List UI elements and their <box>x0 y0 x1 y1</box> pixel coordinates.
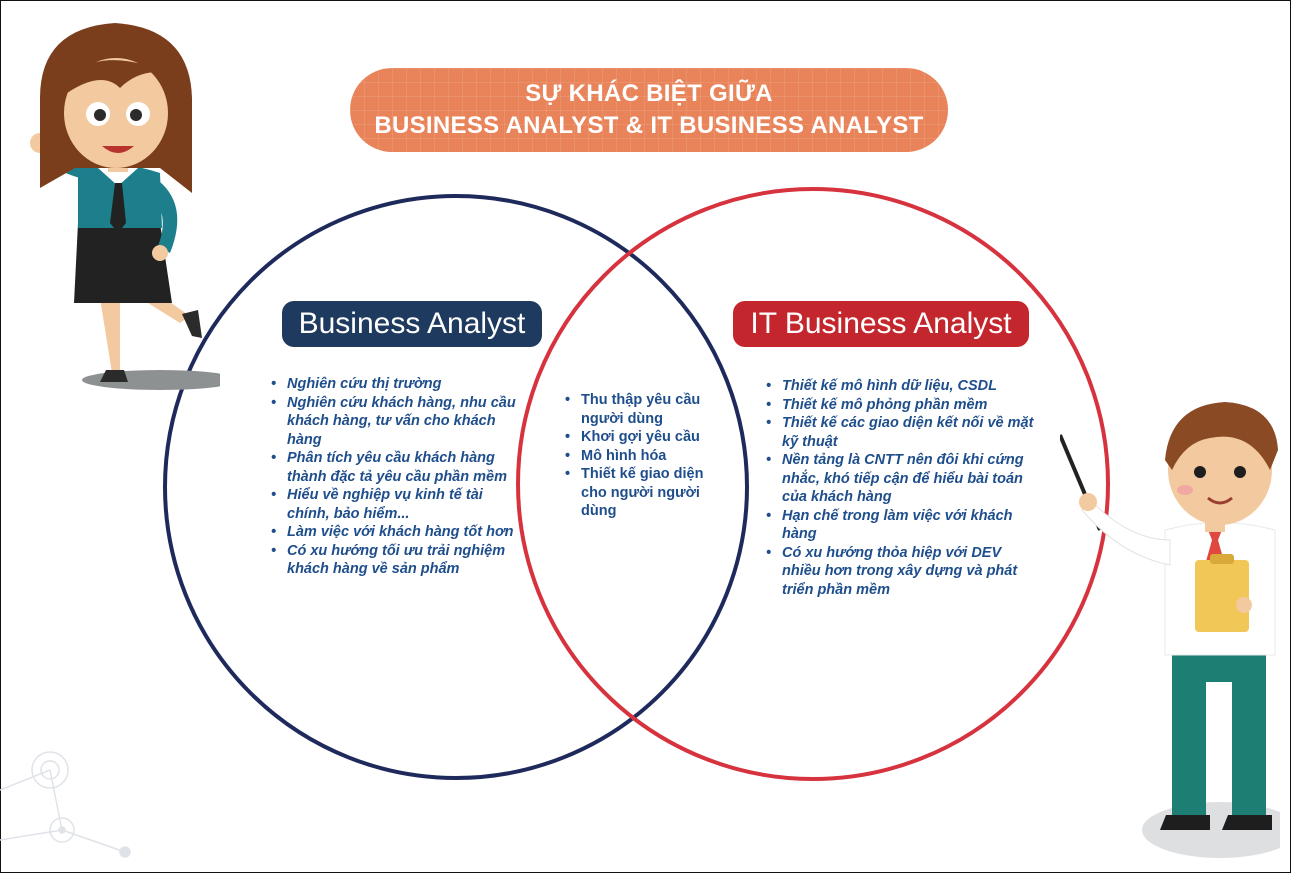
list-item: Mô hình hóa <box>565 447 725 466</box>
list-item: Có xu hướng tối ưu trải nghiệm khách hàn… <box>271 542 526 579</box>
ba-label: Business Analyst <box>282 301 542 347</box>
list-item: Có xu hướng thỏa hiệp với DEV nhiều hơn … <box>766 544 1041 600</box>
network-decoration <box>0 751 131 858</box>
woman-illustration <box>30 23 220 390</box>
ba-circle <box>163 194 749 780</box>
list-item: Nền tảng là CNTT nên đôi khi cứng nhắc, … <box>766 451 1041 507</box>
title-line-2: BUSINESS ANALYST & IT BUSINESS ANALYST <box>374 112 924 139</box>
ba-list: Nghiên cứu thị trường Nghiên cứu khách h… <box>271 375 526 579</box>
title-banner: SỰ KHÁC BIỆT GIỮA BUSINESS ANALYST & IT … <box>350 68 948 152</box>
list-item: Hạn chế trong làm việc với khách hàng <box>766 507 1041 544</box>
list-item: Hiểu về nghiệp vụ kinh tế tài chính, bảo… <box>271 486 526 523</box>
list-item: Nghiên cứu thị trường <box>271 375 526 394</box>
list-item: Thiết kế mô phỏng phần mềm <box>766 396 1041 415</box>
man-illustration <box>1060 402 1280 858</box>
list-item: Nghiên cứu khách hàng, nhu cầu khách hàn… <box>271 394 526 450</box>
shared-list: Thu thập yêu cầu người dùng Khơi gợi yêu… <box>565 391 725 521</box>
list-item: Thu thập yêu cầu người dùng <box>565 391 725 428</box>
list-item: Thiết kế mô hình dữ liệu, CSDL <box>766 377 1041 396</box>
list-item: Thiết kế các giao diện kết nối về mặt kỹ… <box>766 414 1041 451</box>
list-item: Phân tích yêu cầu khách hàng thành đặc t… <box>271 449 526 486</box>
title-line-1: SỰ KHÁC BIỆT GIỮA <box>525 80 773 107</box>
itba-list: Thiết kế mô hình dữ liệu, CSDL Thiết kế … <box>766 377 1041 599</box>
itba-label: IT Business Analyst <box>733 301 1029 347</box>
list-item: Thiết kế giao diện cho người người dùng <box>565 465 725 521</box>
list-item: Làm việc với khách hàng tốt hơn <box>271 523 526 542</box>
list-item: Khơi gợi yêu cầu <box>565 428 725 447</box>
